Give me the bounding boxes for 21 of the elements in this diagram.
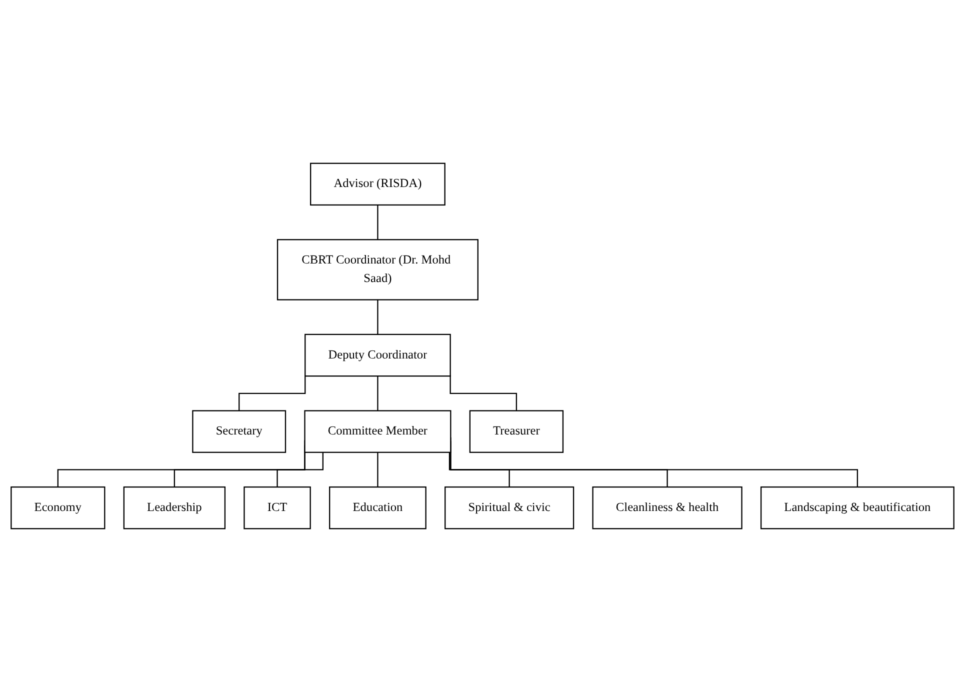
connector xyxy=(377,204,378,240)
connector xyxy=(377,376,378,412)
node-box: ICT xyxy=(244,486,311,530)
node-box: Advisor (RISDA) xyxy=(310,162,446,206)
connector xyxy=(377,300,378,336)
connector xyxy=(276,452,324,488)
node-box: Landscaping & beautification xyxy=(760,486,954,530)
node-box: Secretary xyxy=(192,410,286,453)
node-box: Treasurer xyxy=(469,410,564,453)
node-box: CBRT Coordinator (Dr. Mohd Saad) xyxy=(276,239,478,300)
node-box: Cleanliness & health xyxy=(592,486,742,530)
connector xyxy=(377,452,378,488)
node-box: Spiritual & civic xyxy=(444,486,574,530)
node-box: Deputy Coordinator xyxy=(304,334,451,377)
node-box: Economy xyxy=(10,486,106,530)
node-box: Education xyxy=(329,486,426,530)
connector xyxy=(238,375,306,412)
connector xyxy=(448,452,510,488)
node-box: Leadership xyxy=(123,486,226,530)
connector xyxy=(450,375,518,412)
node-box: Committee Member xyxy=(304,410,452,453)
